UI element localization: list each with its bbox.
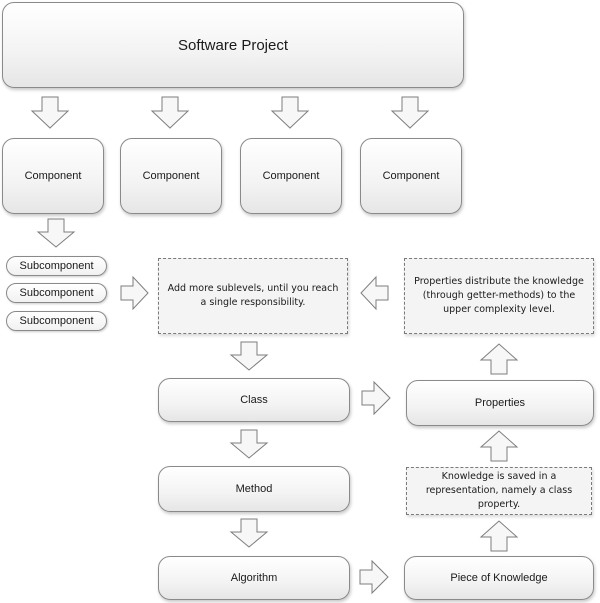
component-box-3: Component	[240, 138, 342, 214]
right-arrow-icon	[120, 275, 149, 311]
component-label: Component	[382, 170, 440, 182]
component-box-4: Component	[360, 138, 462, 214]
down-arrow-icon	[390, 96, 430, 129]
down-arrow-icon	[270, 96, 310, 129]
method-box: Method	[158, 466, 350, 512]
software-project-label: Software Project	[177, 36, 289, 54]
component-label: Component	[142, 170, 200, 182]
piece-of-knowledge-label: Piece of Knowledge	[450, 572, 548, 584]
properties-note: Properties distribute the knowledge (thr…	[404, 258, 594, 334]
down-arrow-icon	[229, 518, 269, 548]
subcomponent-pill-3: Subcomponent	[6, 311, 107, 331]
component-label: Component	[24, 170, 82, 182]
algorithm-label: Algorithm	[230, 572, 278, 584]
subcomponent-label: Subcomponent	[19, 287, 94, 299]
component-box-1: Component	[2, 138, 104, 214]
right-arrow-icon	[361, 380, 391, 416]
class-box: Class	[158, 378, 350, 422]
software-project-box: Software Project	[2, 2, 464, 88]
left-arrow-icon	[360, 275, 389, 311]
sublevels-note-text: Add more sublevels, until you reach a si…	[167, 283, 339, 308]
up-arrow-icon	[479, 430, 519, 462]
subcomponent-label: Subcomponent	[19, 260, 94, 272]
subcomponent-label: Subcomponent	[19, 315, 94, 327]
down-arrow-icon	[150, 96, 190, 129]
class-label: Class	[240, 394, 268, 406]
down-arrow-icon	[229, 429, 269, 459]
up-arrow-icon	[479, 343, 519, 375]
right-arrow-icon	[359, 559, 389, 595]
component-box-2: Component	[120, 138, 222, 214]
properties-box: Properties	[406, 380, 594, 426]
knowledge-note-text: Knowledge is saved in a representation, …	[425, 471, 573, 510]
subcomponent-pill-1: Subcomponent	[6, 256, 107, 276]
sublevels-note: Add more sublevels, until you reach a si…	[158, 258, 348, 334]
properties-label: Properties	[474, 397, 526, 409]
knowledge-note: Knowledge is saved in a representation, …	[406, 467, 592, 515]
down-arrow-icon	[30, 96, 70, 129]
method-label: Method	[235, 483, 273, 495]
down-arrow-icon	[229, 341, 269, 371]
component-label: Component	[262, 170, 320, 182]
down-arrow-icon	[36, 218, 76, 248]
up-arrow-icon	[479, 520, 519, 552]
algorithm-box: Algorithm	[158, 556, 350, 600]
properties-note-text: Properties distribute the knowledge (thr…	[414, 276, 584, 315]
piece-of-knowledge-box: Piece of Knowledge	[404, 556, 594, 600]
subcomponent-pill-2: Subcomponent	[6, 283, 107, 303]
